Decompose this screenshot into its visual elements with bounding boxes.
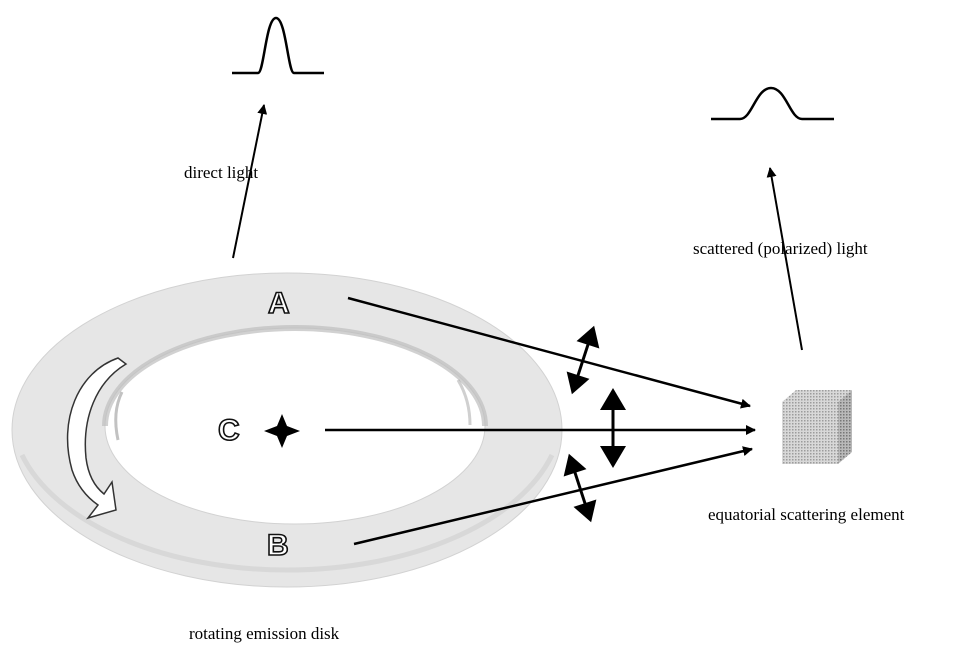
- disk-inner-shadow-right: [456, 379, 472, 426]
- disk-inner-rim: [102, 325, 488, 427]
- emission-disk: [11, 272, 563, 588]
- scattered-light-label: scattered (polarized) light: [693, 239, 868, 258]
- disk-label: rotating emission disk: [189, 624, 340, 643]
- point-label-c: C: [218, 414, 240, 447]
- point-label-b: B: [267, 529, 289, 562]
- ray-from-b: [353, 446, 753, 546]
- ray-from-a: [347, 296, 751, 409]
- center-star-icon: [264, 414, 300, 448]
- direct-light-label: direct light: [184, 163, 258, 182]
- direct-light-pulse: [232, 16, 324, 75]
- disk-outer-edge: [19, 453, 555, 573]
- scattering-element-label: equatorial scattering element: [708, 505, 905, 524]
- scattered-light-pulse: [711, 86, 834, 121]
- point-label-a: A: [268, 287, 290, 320]
- scattering-element-cube: [782, 390, 852, 464]
- scattered-light-arrow: [766, 167, 803, 351]
- direct-light-arrow: [232, 104, 268, 259]
- disk-inner-shadow-left: [114, 391, 124, 441]
- polarization-arrow-upper: [566, 325, 600, 395]
- polarization-arrow-lower: [563, 453, 597, 523]
- rotation-arrow-icon: [66, 357, 128, 520]
- polarization-arrow-middle: [600, 388, 626, 468]
